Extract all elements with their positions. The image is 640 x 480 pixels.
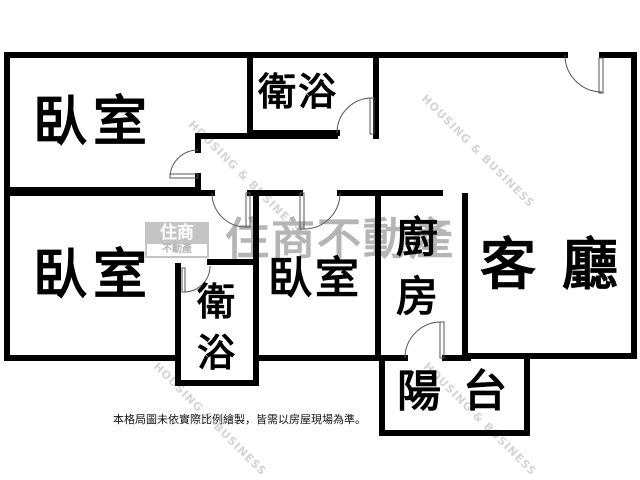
room-label-bedroom-mid: 臥室 [33,243,153,306]
room-label-kitchen-1: 廚 [396,213,439,262]
room-label-bath-small-1: 衛 [197,280,236,324]
watermark-brand: 住商不動產 [225,214,455,265]
watermark-logo-top: 住商 [160,223,194,243]
watermark-logo: 住商 不動產 [145,222,209,258]
room-label-bath-small-2: 浴 [197,331,236,375]
room-label-living-1: 客 [480,233,536,298]
room-label-bath-top: 衛浴 [258,70,339,114]
disclaimer-footnote: 本格局圖未依實際比例繪製，皆需以房屋現場為準。 [113,413,366,426]
room-label-balcony-1: 陽 [397,366,441,417]
watermark-logo-bottom: 不動產 [147,244,207,256]
room-label-balcony-2: 台 [463,366,507,417]
room-label-bedroom-top: 臥室 [33,90,153,153]
room-label-kitchen-2: 房 [396,272,439,321]
room-label-bedroom-center: 臥室 [268,253,362,304]
room-label-living-2: 廳 [562,233,618,298]
